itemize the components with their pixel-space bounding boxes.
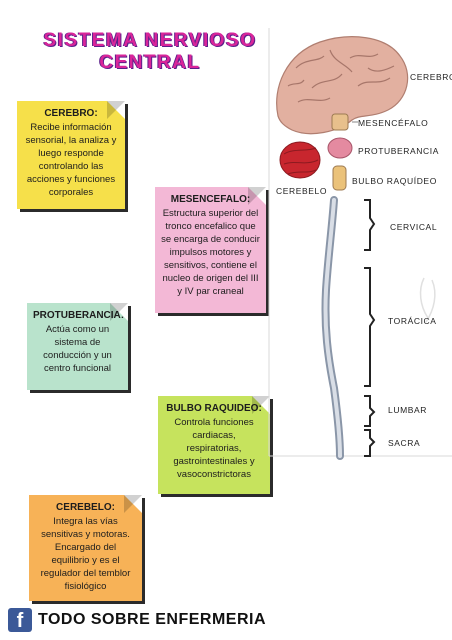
- label-cervical: CERVICAL: [390, 222, 438, 232]
- note-heading: BULBO RAQUIDEO:: [166, 403, 262, 414]
- note-heading: CEREBRO:: [44, 108, 98, 119]
- note-text: Actúa como un sistema de conducción y un…: [43, 324, 112, 374]
- brain-icon: [276, 36, 409, 135]
- label-cerebro: CEREBRO: [410, 72, 452, 82]
- label-mesencefalo: MESENCÉFALO: [358, 118, 429, 128]
- nervous-system-illustration: [268, 28, 452, 460]
- note-heading: CEREBELO:: [56, 502, 115, 513]
- title-line-1: SISTEMA NERVIOSO: [43, 30, 257, 51]
- note-bulbo-raquideo: BULBO RAQUIDEO: Controla funciones cardi…: [158, 396, 270, 494]
- label-lumbar: LUMBAR: [388, 405, 428, 415]
- note-text: Estructura superior del tronco encefalic…: [161, 208, 260, 297]
- label-protuberancia: PROTUBERANCIA: [358, 146, 440, 156]
- footer-text[interactable]: TODO SOBRE ENFERMERIA: [38, 611, 266, 628]
- note-cerebro: CEREBRO: Recibe información sensorial, l…: [17, 101, 125, 209]
- note-text: Recibe información sensorial, la analiza…: [25, 122, 117, 198]
- footer: f TODO SOBRE ENFERMERIA: [8, 606, 266, 634]
- note-heading: PROTUBERANCIA:: [33, 310, 125, 321]
- protuberancia-icon: [327, 137, 353, 159]
- mesencefalo-icon: [331, 113, 349, 131]
- cerebelo-icon: [279, 141, 321, 179]
- note-heading: MESENCEFALO:: [170, 194, 251, 205]
- facebook-icon[interactable]: f: [8, 608, 32, 632]
- label-toracica: TORÁCICA: [388, 316, 437, 326]
- label-bulbo-raquideo: BULBO RAQUÍDEO: [352, 176, 437, 186]
- bulbo-raquideo-icon: [332, 165, 347, 191]
- title-line-2: CENTRAL: [99, 52, 201, 73]
- page-title: SISTEMA NERVIOSO CENTRAL: [0, 30, 300, 74]
- label-cerebelo: CEREBELO: [276, 186, 328, 196]
- note-text: Integra las vías sensitivas y motoras. E…: [40, 516, 131, 592]
- note-mesencefalo: MESENCEFALO: Estructura superior del tro…: [155, 187, 266, 313]
- note-cerebelo: CEREBELO: Integra las vías sensitivas y …: [29, 495, 142, 601]
- note-text: Controla funciones cardiacas, respirator…: [173, 417, 255, 480]
- label-sacra: SACRA: [388, 438, 421, 448]
- note-protuberancia: PROTUBERANCIA: Actúa como un sistema de …: [27, 303, 128, 390]
